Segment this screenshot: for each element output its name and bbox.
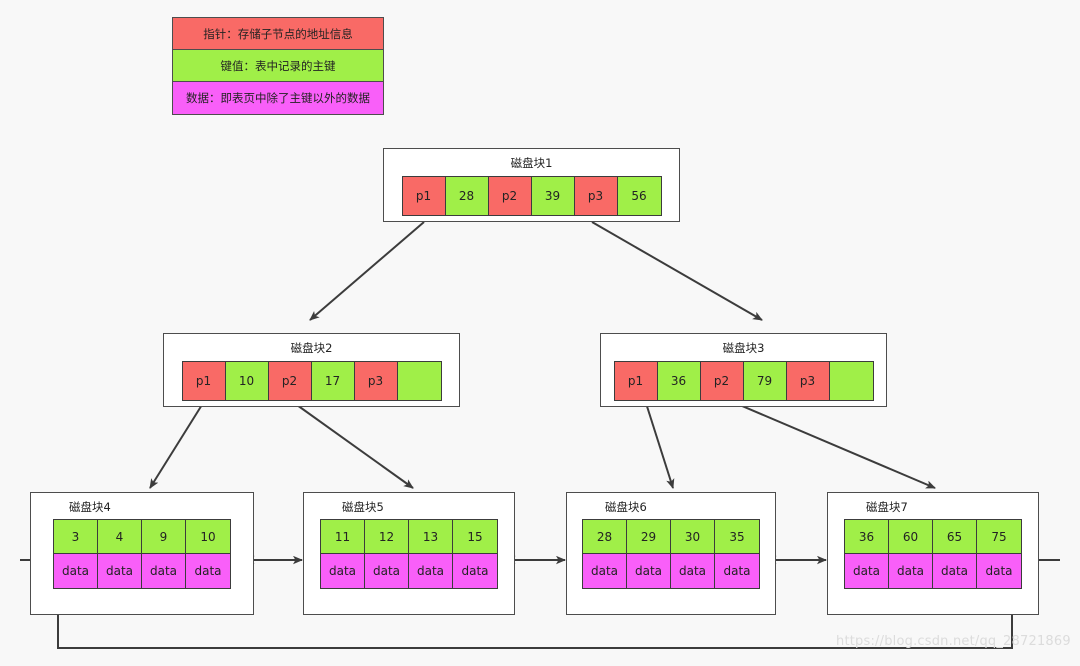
cell-block4-key-2[interactable]: 4 <box>98 520 142 554</box>
watermark: https://blog.csdn.net/qq_28721869 <box>836 634 1071 649</box>
cell-block4-data-4[interactable]: data <box>186 554 230 588</box>
edge-root-to-block3 <box>591 221 763 321</box>
legend-row-data: 数据：即表页中除了主键以外的数据 <box>173 82 383 114</box>
legend-data-label: 数据：即表页中除了主键以外的数据 <box>186 91 370 105</box>
cell-block1-p3[interactable]: p3 <box>574 177 618 215</box>
cell-block7-data-2[interactable]: data <box>889 554 933 588</box>
cell-block7-key-4[interactable]: 75 <box>977 520 1021 554</box>
cell-block5-key-4[interactable]: 15 <box>453 520 497 554</box>
node-block6-grid: 28 29 30 35 data data data data <box>582 519 760 589</box>
cell-block2-p2[interactable]: p2 <box>268 362 312 400</box>
cell-block7-key-3[interactable]: 65 <box>933 520 977 554</box>
node-block5-key-row: 11 12 13 15 <box>321 520 497 554</box>
node-block1-title: 磁盘块1 <box>510 156 553 170</box>
node-block7-data-row: data data data data <box>845 554 1021 588</box>
cell-block5-data-4[interactable]: data <box>453 554 497 588</box>
cell-block3-k3[interactable] <box>829 362 873 400</box>
legend-key-label: 键值：表中记录的主键 <box>220 59 336 73</box>
cell-block3-k1[interactable]: 36 <box>657 362 701 400</box>
cell-block7-key-2[interactable]: 60 <box>889 520 933 554</box>
node-block3-title: 磁盘块3 <box>722 341 765 355</box>
cell-block7-data-4[interactable]: data <box>977 554 1021 588</box>
edge-root-to-block2 <box>309 221 425 321</box>
cell-block3-p3[interactable]: p3 <box>786 362 830 400</box>
legend-pointer-label: 指针：存储子节点的地址信息 <box>203 27 353 41</box>
legend-row-pointer: 指针：存储子节点的地址信息 <box>173 18 383 50</box>
cell-block2-k3[interactable] <box>397 362 441 400</box>
cell-block2-k1[interactable]: 10 <box>225 362 269 400</box>
node-block3[interactable]: 磁盘块3 p1 36 p2 79 p3 <box>600 333 887 407</box>
cell-block4-key-4[interactable]: 10 <box>186 520 230 554</box>
node-block7[interactable]: 磁盘块7 36 60 65 75 data data data data <box>827 492 1039 615</box>
cell-block4-data-3[interactable]: data <box>142 554 186 588</box>
edge-block2-to-block5 <box>289 399 414 489</box>
cell-block2-p3[interactable]: p3 <box>354 362 398 400</box>
cell-block3-k2[interactable]: 79 <box>743 362 787 400</box>
cell-block1-k1[interactable]: 28 <box>445 177 489 215</box>
node-block4-key-row: 3 4 9 10 <box>54 520 230 554</box>
node-block7-title: 磁盘块7 <box>866 500 908 514</box>
node-block6-title: 磁盘块6 <box>605 500 647 514</box>
node-block4-grid: 3 4 9 10 data data data data <box>53 519 231 589</box>
node-block5-grid: 11 12 13 15 data data data data <box>320 519 498 589</box>
edge-block3-to-block7 <box>727 399 936 489</box>
node-block7-key-row: 36 60 65 75 <box>845 520 1021 554</box>
cell-block2-p1[interactable]: p1 <box>182 362 226 400</box>
cell-block5-data-3[interactable]: data <box>409 554 453 588</box>
cell-block4-data-1[interactable]: data <box>54 554 98 588</box>
legend-row-key: 键值：表中记录的主键 <box>173 50 383 82</box>
node-block6[interactable]: 磁盘块6 28 29 30 35 data data data data <box>566 492 776 615</box>
edge-block2-to-block4 <box>149 399 206 489</box>
node-block5[interactable]: 磁盘块5 11 12 13 15 data data data data <box>303 492 515 615</box>
cell-block6-key-3[interactable]: 30 <box>671 520 715 554</box>
legend: 指针：存储子节点的地址信息 键值：表中记录的主键 数据：即表页中除了主键以外的数… <box>172 17 384 115</box>
edge-block3-to-block6 <box>644 399 675 489</box>
cell-block5-data-2[interactable]: data <box>365 554 409 588</box>
cell-block5-key-3[interactable]: 13 <box>409 520 453 554</box>
node-block1[interactable]: 磁盘块1 p1 28 p2 39 p3 56 <box>383 148 680 222</box>
node-block4-title: 磁盘块4 <box>69 500 111 514</box>
node-block6-data-row: data data data data <box>583 554 759 588</box>
cell-block1-k3[interactable]: 56 <box>617 177 661 215</box>
node-block3-cells: p1 36 p2 79 p3 <box>613 361 874 401</box>
cell-block5-key-1[interactable]: 11 <box>321 520 365 554</box>
cell-block7-data-1[interactable]: data <box>845 554 889 588</box>
node-block7-grid: 36 60 65 75 data data data data <box>844 519 1022 589</box>
cell-block2-k2[interactable]: 17 <box>311 362 355 400</box>
cell-block4-key-1[interactable]: 3 <box>54 520 98 554</box>
cell-block6-data-2[interactable]: data <box>627 554 671 588</box>
cell-block3-p1[interactable]: p1 <box>614 362 658 400</box>
node-block6-key-row: 28 29 30 35 <box>583 520 759 554</box>
cell-block7-data-3[interactable]: data <box>933 554 977 588</box>
cell-block6-key-4[interactable]: 35 <box>715 520 759 554</box>
cell-block6-data-3[interactable]: data <box>671 554 715 588</box>
cell-block6-key-1[interactable]: 28 <box>583 520 627 554</box>
cell-block3-p2[interactable]: p2 <box>700 362 744 400</box>
cell-block5-key-2[interactable]: 12 <box>365 520 409 554</box>
cell-block1-k2[interactable]: 39 <box>531 177 575 215</box>
node-block5-data-row: data data data data <box>321 554 497 588</box>
cell-block5-data-1[interactable]: data <box>321 554 365 588</box>
node-block5-title: 磁盘块5 <box>342 500 384 514</box>
node-block2-title: 磁盘块2 <box>290 341 333 355</box>
node-block4-data-row: data data data data <box>54 554 230 588</box>
cell-block1-p1[interactable]: p1 <box>402 177 446 215</box>
node-block1-cells: p1 28 p2 39 p3 56 <box>401 176 662 216</box>
cell-block4-data-2[interactable]: data <box>98 554 142 588</box>
node-block2[interactable]: 磁盘块2 p1 10 p2 17 p3 <box>163 333 460 407</box>
node-block2-cells: p1 10 p2 17 p3 <box>181 361 442 401</box>
node-block4[interactable]: 磁盘块4 3 4 9 10 data data data data <box>30 492 254 615</box>
cell-block4-key-3[interactable]: 9 <box>142 520 186 554</box>
cell-block6-key-2[interactable]: 29 <box>627 520 671 554</box>
cell-block7-key-1[interactable]: 36 <box>845 520 889 554</box>
cell-block6-data-1[interactable]: data <box>583 554 627 588</box>
cell-block6-data-4[interactable]: data <box>715 554 759 588</box>
cell-block1-p2[interactable]: p2 <box>488 177 532 215</box>
